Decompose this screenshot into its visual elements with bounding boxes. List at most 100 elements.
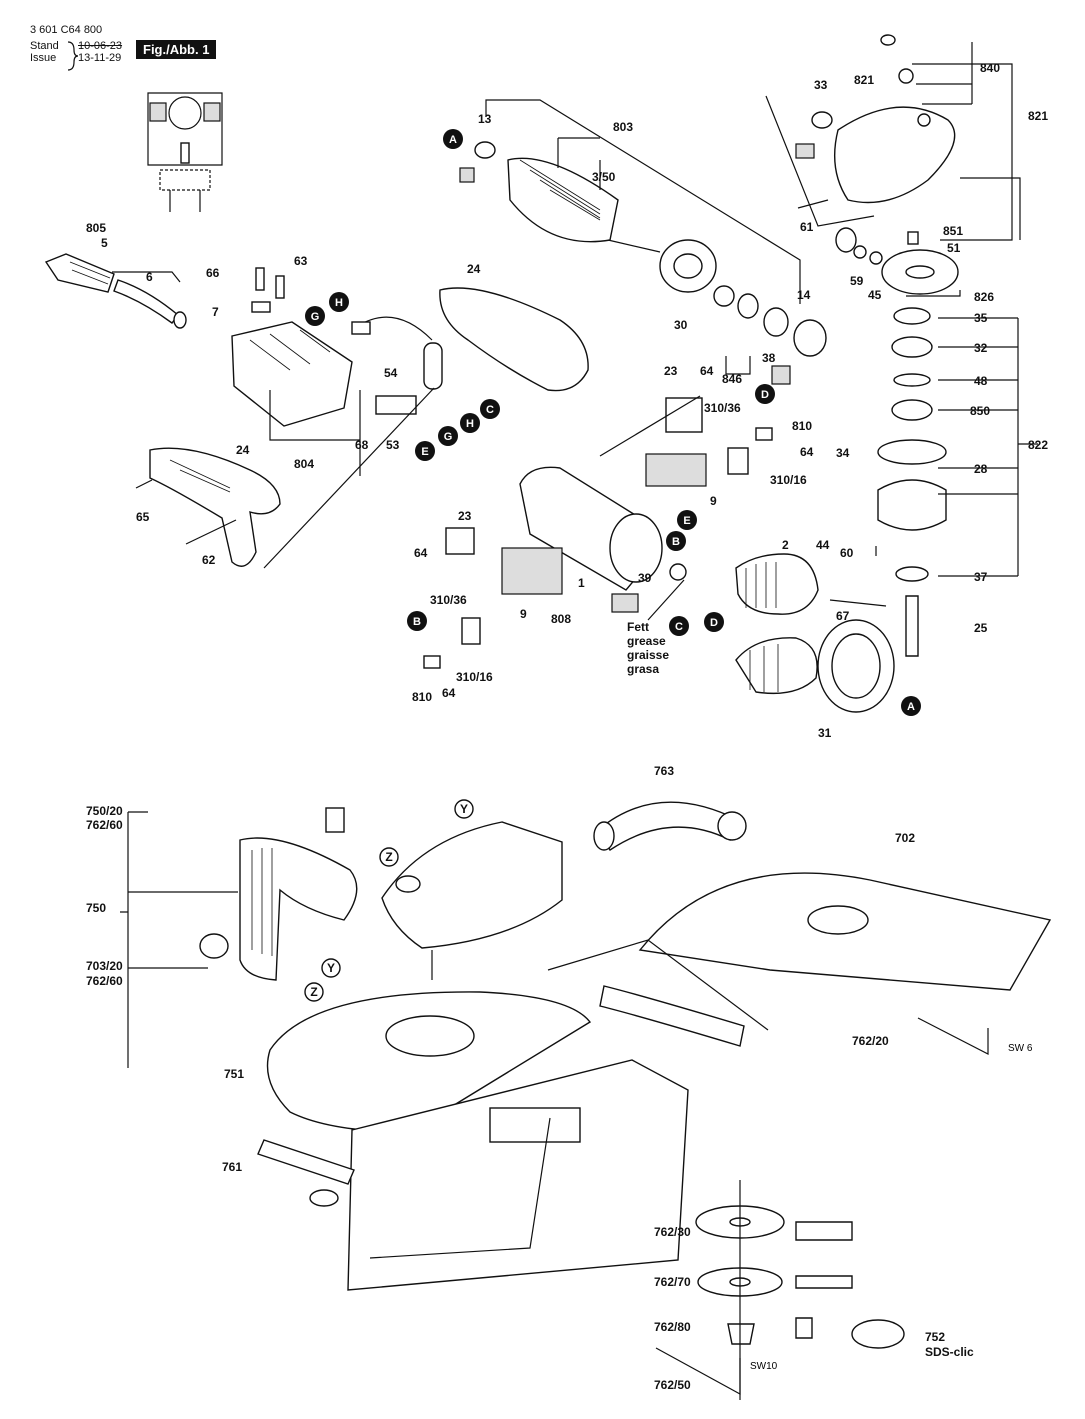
wrench-sw6: SW 6	[1008, 1043, 1033, 1054]
label-23-top: 23	[664, 364, 678, 378]
label-24-side: 24	[236, 443, 250, 457]
callout-h-bottom: H	[466, 418, 474, 430]
label-808: 808	[551, 612, 571, 626]
wrench-sw10: SW10	[750, 1361, 778, 1372]
label-61: 61	[800, 220, 814, 234]
label-24-top: 24	[467, 262, 481, 276]
dust-extraction	[593, 801, 1052, 1047]
label-9-left: 9	[520, 607, 527, 621]
label-703-20: 703/20	[86, 959, 123, 973]
label-805: 805	[86, 221, 106, 235]
issue-date: 13-11-29	[78, 52, 122, 64]
sds-clic-label: SDS-clic	[925, 1345, 974, 1359]
grease-en: grease	[627, 634, 666, 648]
label-64-top: 64	[700, 364, 714, 378]
header-brace	[67, 41, 79, 71]
part-labels: 805 5 6 66 63 7 24 54 68 53 804 24 65 62…	[86, 61, 1048, 1392]
label-762-80: 762/80	[654, 1320, 691, 1334]
label-851: 851	[943, 224, 963, 238]
label-53: 53	[386, 438, 400, 452]
label-25: 25	[974, 621, 988, 635]
label-54: 54	[384, 366, 398, 380]
label-702: 702	[895, 831, 915, 845]
label-821-top: 821	[854, 73, 874, 87]
callout-d-top: D	[761, 389, 769, 401]
label-750: 750	[86, 901, 106, 915]
label-38: 38	[762, 351, 776, 365]
wiring-schematic	[147, 92, 223, 212]
label-48: 48	[974, 374, 988, 388]
label-44: 44	[816, 538, 830, 552]
label-762-30: 762/30	[654, 1225, 691, 1239]
callout-z-bottom: Z	[310, 985, 317, 999]
callout-circles: A A B B C C D D E E G G H H	[305, 129, 921, 716]
label-7: 7	[212, 305, 219, 319]
label-51: 51	[947, 241, 961, 255]
label-64-left: 64	[414, 546, 428, 560]
label-37: 37	[974, 570, 988, 584]
armature	[507, 157, 661, 253]
label-750-20: 750/20	[86, 804, 123, 818]
label-804: 804	[294, 457, 314, 471]
label-310-36-right: 310/36	[704, 401, 741, 415]
handle-side	[149, 447, 281, 567]
label-6: 6	[146, 270, 153, 284]
label-762-70: 762/70	[654, 1275, 691, 1289]
label-822: 822	[1028, 438, 1048, 452]
callout-b-right: B	[672, 536, 680, 548]
label-45: 45	[868, 288, 882, 302]
grease-fr: graisse	[627, 648, 669, 662]
label-826: 826	[974, 290, 994, 304]
callout-h-top: H	[335, 297, 343, 309]
label-62: 62	[202, 553, 216, 567]
stand-label: Stand	[30, 40, 59, 52]
label-762-60-bottom: 762/60	[86, 974, 123, 988]
label-34: 34	[836, 446, 850, 460]
label-65: 65	[136, 510, 150, 524]
label-64-bottom: 64	[442, 686, 456, 700]
callout-a-top: A	[449, 134, 457, 146]
label-68: 68	[355, 438, 369, 452]
label-5: 5	[101, 236, 108, 250]
label-14: 14	[797, 288, 811, 302]
label-64-right: 64	[800, 445, 814, 459]
screws	[135, 199, 887, 607]
callout-g-bottom: G	[444, 431, 453, 443]
label-761: 761	[222, 1160, 242, 1174]
label-31: 31	[818, 726, 832, 740]
label-28: 28	[974, 462, 988, 476]
callout-g-top: G	[311, 311, 320, 323]
label-846: 846	[722, 372, 742, 386]
label-762-20: 762/20	[852, 1034, 889, 1048]
label-1: 1	[578, 576, 585, 590]
angle-grinder-body	[381, 821, 563, 980]
label-59: 59	[850, 274, 864, 288]
label-310-16-left: 310/16	[456, 670, 493, 684]
base-frame	[257, 1059, 689, 1291]
label-33: 33	[814, 78, 828, 92]
label-67: 67	[836, 609, 850, 623]
callout-c-top: C	[486, 404, 494, 416]
label-763: 763	[654, 764, 674, 778]
label-60: 60	[840, 546, 854, 560]
doc-number: 3 601 C64 800	[30, 24, 103, 36]
label-35: 35	[974, 311, 988, 325]
label-821-right: 821	[1028, 109, 1048, 123]
capacitor-group	[351, 316, 443, 415]
plug-and-cable	[44, 253, 187, 329]
callout-y-bottom: Y	[327, 961, 335, 975]
label-762-60-top: 762/60	[86, 818, 123, 832]
wheel-guard	[266, 991, 592, 1133]
label-23-left: 23	[458, 509, 472, 523]
leader-lines	[112, 42, 1038, 1400]
issue-label: Issue	[30, 52, 57, 64]
label-840: 840	[980, 61, 1000, 75]
callout-d-bottom: D	[710, 617, 718, 629]
label-762-50: 762/50	[654, 1378, 691, 1392]
callout-y-top: Y	[460, 802, 468, 816]
label-13: 13	[478, 112, 492, 126]
callout-z-top: Z	[385, 850, 392, 864]
callout-c-bottom: C	[675, 621, 683, 633]
